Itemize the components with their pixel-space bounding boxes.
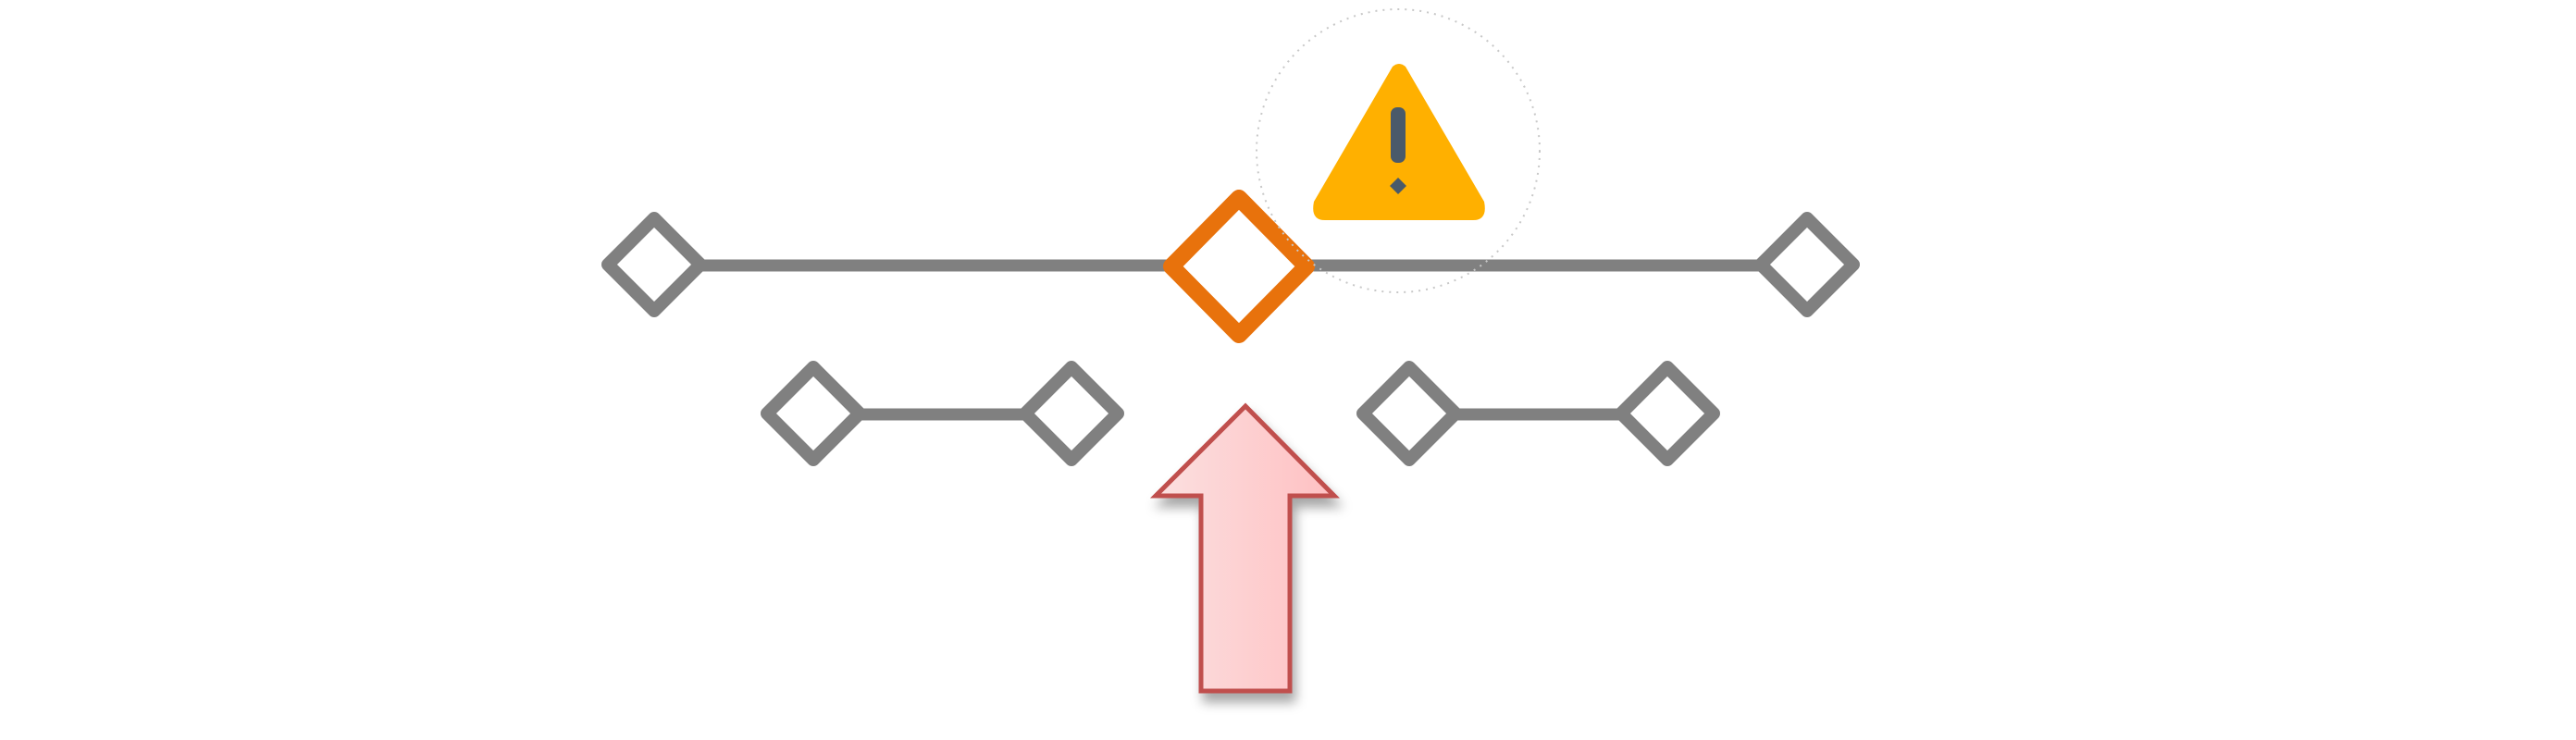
warning-exclamation-dot — [1390, 178, 1406, 194]
lower-left-node-a[interactable] — [761, 361, 866, 466]
warning-badge — [1256, 8, 1541, 293]
lower-right-node-b[interactable] — [1615, 361, 1720, 466]
lower-left-node-b[interactable] — [1019, 361, 1124, 466]
top-node-left[interactable] — [601, 212, 707, 317]
selected-node[interactable] — [1163, 190, 1315, 343]
warning-halo — [1256, 8, 1541, 293]
up-arrow-pointer — [1149, 402, 1340, 694]
arrow-shape — [1149, 402, 1340, 694]
top-node-right[interactable] — [1754, 212, 1860, 317]
lower-right-group — [1356, 361, 1720, 466]
warning-exclamation-bar — [1391, 107, 1406, 163]
lower-left-group — [761, 361, 1124, 466]
top-row-nodes — [601, 190, 1860, 343]
lower-right-node-a[interactable] — [1356, 361, 1462, 466]
